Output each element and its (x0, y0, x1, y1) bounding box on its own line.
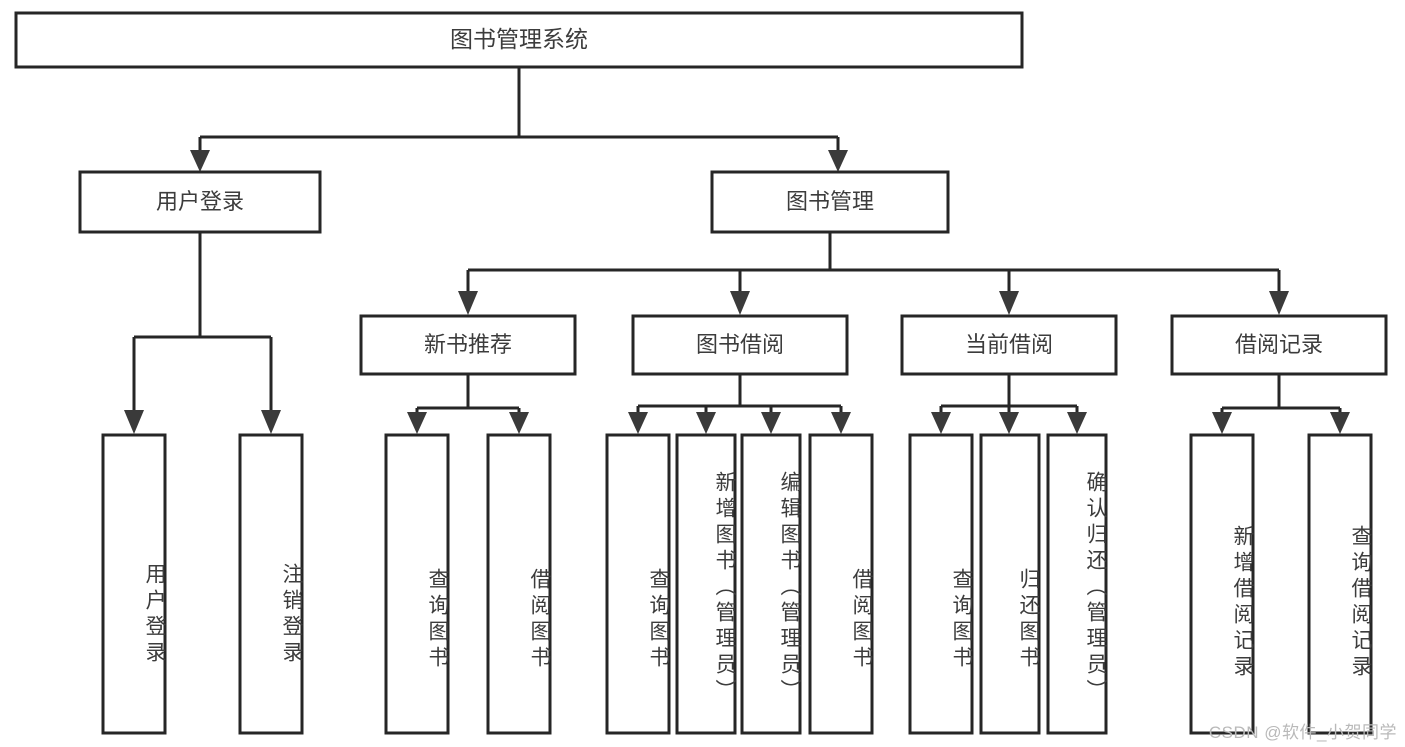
watermark-text: CSDN @软件_小贺同学 (1208, 723, 1397, 742)
node-book-borrow-label: 图书借阅 (696, 332, 784, 357)
leaf-box-book-borrow-3[interactable] (740, 433, 802, 735)
leaf-box-current-borrow-1[interactable] (908, 433, 974, 735)
leaf-box-new-book-1[interactable] (384, 433, 450, 735)
leaf-box-borrow-record-2[interactable] (1307, 433, 1373, 735)
connector-borrowrecord-to-leaves (1212, 374, 1350, 434)
connector-newbook-to-leaves (407, 374, 529, 434)
node-new-book-recommend[interactable]: 新书推荐 (359, 314, 577, 376)
node-current-borrow[interactable]: 当前借阅 (900, 314, 1118, 376)
node-book-borrow[interactable]: 图书借阅 (631, 314, 849, 376)
leaf-box-borrow-record-1[interactable] (1189, 433, 1255, 735)
leaf-box-book-borrow-1[interactable] (605, 433, 671, 735)
leaf-box-current-borrow-3[interactable] (1046, 433, 1108, 735)
leaf-box-new-book-2[interactable] (486, 433, 552, 735)
connector-userlogin-to-leaves (124, 232, 281, 434)
node-root-system[interactable]: 图书管理系统 (14, 11, 1024, 69)
node-user-login[interactable]: 用户登录 (78, 170, 322, 234)
leaf-box-book-borrow-2[interactable] (675, 433, 737, 735)
node-book-management[interactable]: 图书管理 (710, 170, 950, 234)
connector-bookborrow-to-leaves (628, 374, 851, 434)
connector-currentborrow-to-leaves (931, 374, 1087, 434)
connector-bookmgmt-to-level3 (458, 232, 1289, 315)
leaf-box-user-login-1[interactable] (101, 433, 167, 735)
node-current-borrow-label: 当前借阅 (965, 332, 1053, 357)
node-new-book-recommend-label: 新书推荐 (424, 332, 512, 357)
connector-root-to-level2 (190, 67, 848, 172)
node-borrow-record-label: 借阅记录 (1235, 332, 1323, 357)
leaf-box-current-borrow-2[interactable] (979, 433, 1041, 735)
leaf-box-user-login-2[interactable] (238, 433, 304, 735)
node-user-login-label: 用户登录 (156, 189, 244, 214)
node-borrow-record[interactable]: 借阅记录 (1170, 314, 1388, 376)
leaf-box-book-borrow-4[interactable] (808, 433, 874, 735)
node-book-management-label: 图书管理 (786, 189, 874, 214)
node-root-label: 图书管理系统 (450, 26, 588, 52)
